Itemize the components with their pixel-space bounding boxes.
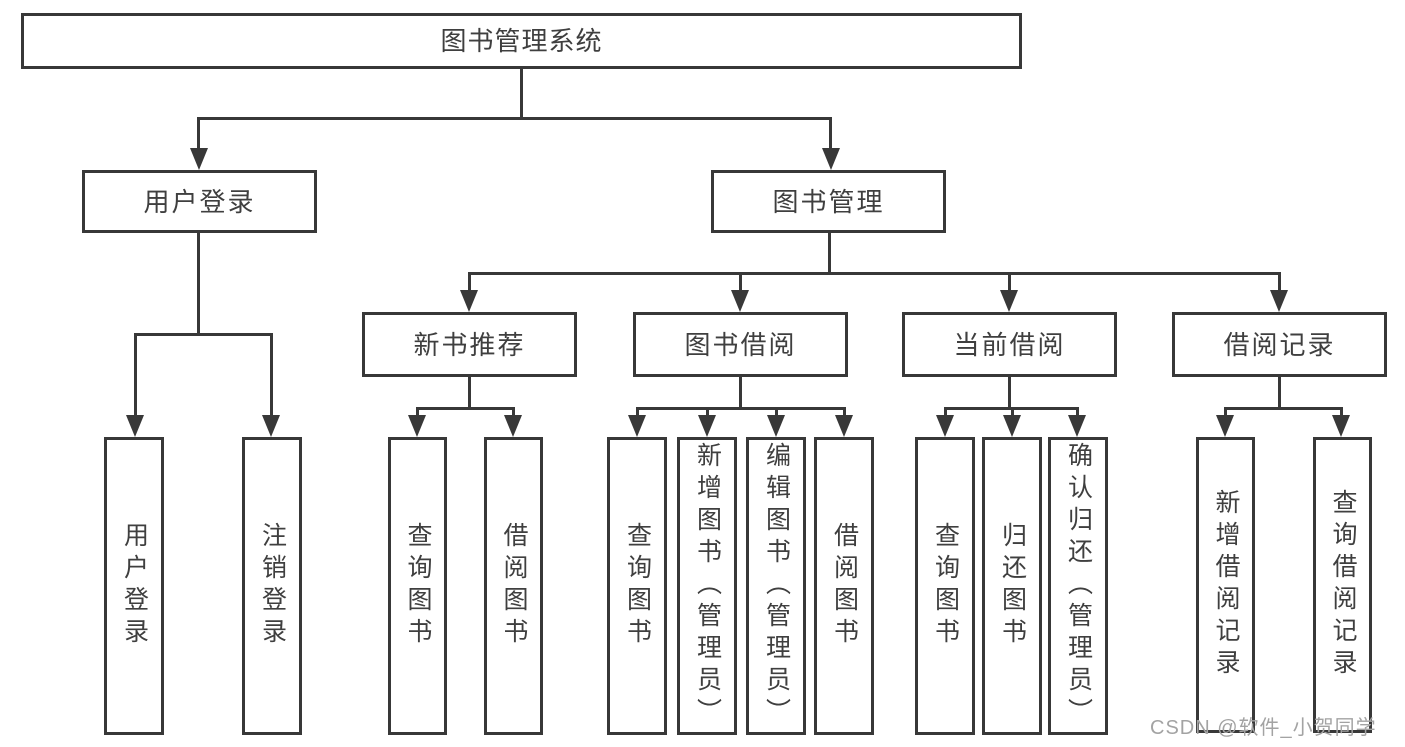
connector-drop-user-login (197, 117, 200, 151)
connector-drop-current-borrow (1008, 272, 1011, 292)
arrowhead-bb-add (698, 415, 716, 437)
connector-drop-book-borrow (739, 272, 742, 292)
arrowhead-cb-confirm (1068, 415, 1086, 437)
connector-borrowing-records-hline (1224, 407, 1343, 410)
arrowhead-br-add (1216, 415, 1234, 437)
node-leaf-nb-borrow-books: 借阅图书 (484, 437, 543, 735)
connector-drop-bb-edit (775, 407, 778, 417)
node-leaf-logout-label: 注销登录 (258, 522, 287, 650)
node-leaf-bb-borrow-books: 借阅图书 (814, 437, 874, 735)
arrowhead-login-leaf (126, 415, 144, 437)
node-user-login-label: 用户登录 (143, 186, 256, 217)
connector-current-borrowing-stem (1008, 377, 1011, 410)
connector-new-book-stem (468, 377, 471, 410)
arrowhead-new-book (460, 290, 478, 312)
node-leaf-cb-confirm-return-admin: 确认归还（管理员） (1048, 437, 1108, 735)
connector-user-login-stem (197, 233, 200, 336)
arrowhead-borrow-records (1270, 290, 1288, 312)
node-new-book-recommendation: 新书推荐 (362, 312, 577, 377)
connector-drop-borrow-records (1278, 272, 1281, 292)
connector-drop-bb-add (706, 407, 709, 417)
node-leaf-nb-query-books-label: 查询图书 (404, 522, 432, 650)
connector-new-book-hline (416, 407, 515, 410)
node-book-management: 图书管理 (711, 170, 946, 233)
connector-drop-bb-query (636, 407, 639, 417)
node-leaf-cb-query-books: 查询图书 (915, 437, 975, 735)
node-library-management-system-label: 图书管理系统 (440, 26, 603, 56)
connector-drop-bb-borrow (843, 407, 846, 417)
node-leaf-user-login: 用户登录 (104, 437, 164, 735)
node-leaf-cb-query-books-label: 查询图书 (931, 522, 960, 650)
arrowhead-user-login (190, 148, 208, 170)
node-leaf-bb-add-books-admin-label: 新增图书（管理员） (693, 442, 722, 730)
arrowhead-book-management (822, 148, 840, 170)
connector-borrowing-records-stem (1278, 377, 1281, 410)
connector-book-borrowing-stem (739, 377, 742, 410)
node-book-management-label: 图书管理 (772, 186, 885, 217)
arrowhead-nb-borrow (504, 415, 522, 437)
csdn-watermark: CSDN @软件_小贺同学 (1150, 717, 1377, 739)
node-leaf-bb-edit-books-admin: 编辑图书（管理员） (746, 437, 806, 735)
connector-drop-book-management (829, 117, 832, 151)
connector-book-management-hline (468, 272, 1281, 275)
node-current-borrowing: 当前借阅 (902, 312, 1117, 377)
connector-book-management-stem (828, 233, 831, 275)
connector-drop-logout-leaf (270, 333, 273, 415)
arrowhead-cb-query (936, 415, 954, 437)
node-library-management-system: 图书管理系统 (21, 13, 1022, 69)
connector-drop-cb-confirm (1076, 407, 1079, 417)
node-current-borrowing-label: 当前借阅 (953, 329, 1066, 360)
connector-root-hline (197, 117, 832, 120)
connector-drop-login-leaf (134, 333, 137, 415)
arrowhead-bb-edit (767, 415, 785, 437)
connector-drop-nb-borrow (512, 407, 515, 417)
node-leaf-nb-query-books: 查询图书 (388, 437, 447, 735)
arrowhead-logout-leaf (262, 415, 280, 437)
connector-root-stem (520, 69, 523, 119)
node-leaf-cb-return-books: 归还图书 (982, 437, 1042, 735)
node-leaf-bb-query-books-label: 查询图书 (623, 522, 652, 650)
arrowhead-bb-borrow (835, 415, 853, 437)
node-borrowing-records: 借阅记录 (1172, 312, 1387, 377)
node-leaf-bb-add-books-admin: 新增图书（管理员） (677, 437, 737, 735)
connector-drop-nb-query (416, 407, 419, 417)
arrowhead-nb-query (408, 415, 426, 437)
node-leaf-user-login-label: 用户登录 (120, 522, 149, 650)
node-leaf-br-query-record: 查询借阅记录 (1313, 437, 1372, 733)
node-leaf-logout: 注销登录 (242, 437, 302, 735)
arrowhead-current-borrow (1000, 290, 1018, 312)
connector-drop-new-book (468, 272, 471, 292)
arrowhead-cb-return (1003, 415, 1021, 437)
node-new-book-recommendation-label: 新书推荐 (413, 329, 526, 360)
connector-drop-cb-query (944, 407, 947, 417)
node-leaf-br-add-record: 新增借阅记录 (1196, 437, 1255, 733)
node-leaf-br-query-record-label: 查询借阅记录 (1329, 489, 1357, 681)
connector-drop-br-add (1224, 407, 1227, 417)
node-leaf-bb-query-books: 查询图书 (607, 437, 667, 735)
arrowhead-br-query (1332, 415, 1350, 437)
node-book-borrowing: 图书借阅 (633, 312, 848, 377)
node-user-login: 用户登录 (82, 170, 317, 233)
node-leaf-cb-confirm-return-admin-label: 确认归还（管理员） (1064, 442, 1093, 730)
arrowhead-book-borrow (731, 290, 749, 312)
connector-drop-cb-return (1011, 407, 1014, 417)
node-leaf-bb-edit-books-admin-label: 编辑图书（管理员） (762, 442, 791, 730)
connector-drop-br-query (1340, 407, 1343, 417)
arrowhead-bb-query (628, 415, 646, 437)
node-borrowing-records-label: 借阅记录 (1223, 329, 1336, 360)
node-leaf-br-add-record-label: 新增借阅记录 (1212, 489, 1240, 681)
connector-user-login-hline (134, 333, 273, 336)
node-leaf-bb-borrow-books-label: 借阅图书 (830, 522, 859, 650)
node-book-borrowing-label: 图书借阅 (684, 329, 797, 360)
node-leaf-nb-borrow-books-label: 借阅图书 (500, 522, 528, 650)
connector-book-borrowing-hline (636, 407, 844, 410)
node-leaf-cb-return-books-label: 归还图书 (998, 522, 1027, 650)
